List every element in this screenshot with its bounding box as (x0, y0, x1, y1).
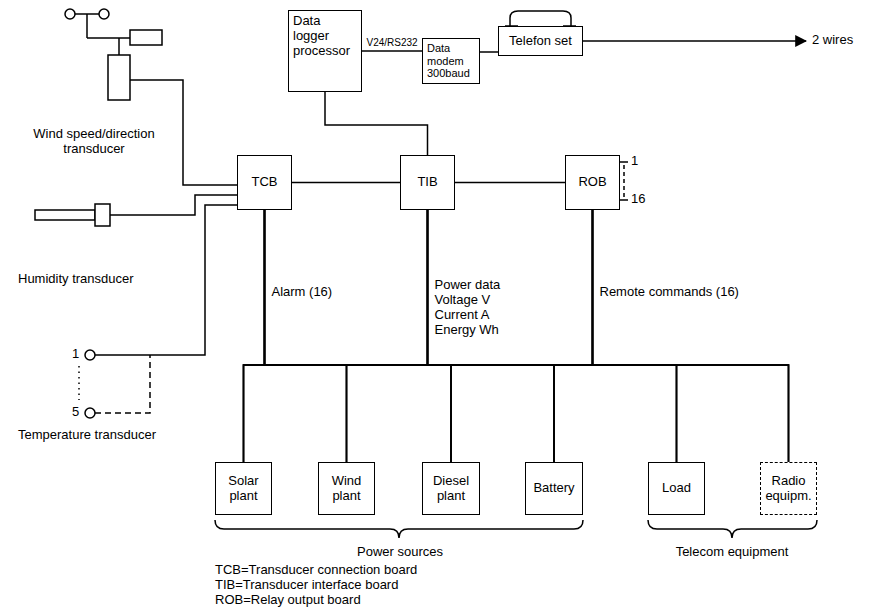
connector-line (347, 210, 428, 462)
processor-box: Data logger processor (288, 10, 362, 92)
group-label: Power sources (300, 545, 500, 560)
box-text: Radio equipm. (765, 474, 812, 504)
relay-output-bracket (620, 162, 628, 200)
connector-line (480, 51, 498, 53)
anemometer-symbol (65, 9, 162, 100)
connector-line (593, 210, 677, 462)
telephone-handset (505, 11, 576, 26)
output-number: 16 (631, 192, 645, 207)
transducer-label: Humidity transducer (18, 272, 134, 287)
box-text: Wind plant (323, 474, 370, 504)
transducer-wire-dashed (95, 355, 150, 413)
abbreviation-note: TIB=Transducer interface board (215, 578, 398, 593)
board-box: TCB (237, 155, 292, 210)
connector-line (244, 210, 593, 462)
box-text: TCB (252, 175, 278, 190)
connector-line (244, 210, 428, 462)
abbreviation-note: ROB=Relay output board (215, 593, 361, 608)
modem-box: Data modem 300baud (422, 38, 480, 84)
box-text: Solar plant (220, 474, 267, 504)
connector-line (244, 210, 265, 462)
power-source-box: Solar plant (215, 462, 272, 515)
temperature-sensor-symbol (79, 350, 95, 418)
telecom-box: Radio equipm. (760, 462, 817, 515)
connector-line (265, 210, 677, 462)
box-text: Telefon set (509, 34, 572, 49)
sensor-number: 1 (72, 347, 79, 362)
connector-line (265, 210, 347, 462)
connector-line (593, 210, 789, 462)
connector-line (428, 210, 555, 462)
connector-line (428, 210, 789, 462)
power-source-box: Battery (525, 462, 583, 515)
power-source-box: Wind plant (318, 462, 375, 515)
power-source-box: Diesel plant (422, 462, 480, 515)
connector-line (265, 210, 452, 462)
connector-label: V24/RS232 (365, 37, 420, 49)
telecom-box: Load (648, 462, 705, 515)
connector-line (265, 210, 789, 462)
connector-label: Power data Voltage V Current A Energy Wh (433, 278, 515, 338)
box-text: Data logger processor (293, 14, 357, 59)
connector-label: Remote commands (16) (598, 285, 741, 300)
box-text: Load (662, 481, 691, 496)
group-brace (215, 520, 583, 538)
box-text: Diesel plant (427, 474, 475, 504)
board-box: ROB (565, 155, 620, 210)
output-number: 1 (631, 154, 638, 169)
group-label: Telecom equipment (657, 545, 807, 560)
connector-line (428, 210, 677, 462)
box-text: Battery (533, 481, 574, 496)
board-box: TIB (400, 155, 455, 210)
connector-line (347, 210, 593, 462)
transducer-label: Wind speed/direction transducer (5, 127, 183, 157)
connector-line (265, 210, 555, 462)
box-text: ROB (578, 175, 606, 190)
connector-line (362, 50, 422, 52)
line-label: 2 wires (812, 33, 853, 48)
connector-line (455, 182, 565, 184)
sensor-number: 5 (72, 405, 79, 420)
humidity-probe-symbol (35, 204, 110, 226)
abbreviation-note: TCB=Transducer connection board (215, 563, 417, 578)
transducer-label: Temperature transducer (18, 428, 156, 443)
connector-line (554, 210, 593, 462)
box-text: Data modem 300baud (427, 42, 475, 80)
group-brace (648, 520, 817, 538)
line-wire (583, 40, 806, 42)
connector-line (325, 92, 428, 155)
connector-label: Alarm (16) (270, 285, 335, 300)
connector-line (292, 182, 400, 184)
box-text: TIB (417, 175, 437, 190)
telephone-box: Telefon set (498, 26, 583, 56)
